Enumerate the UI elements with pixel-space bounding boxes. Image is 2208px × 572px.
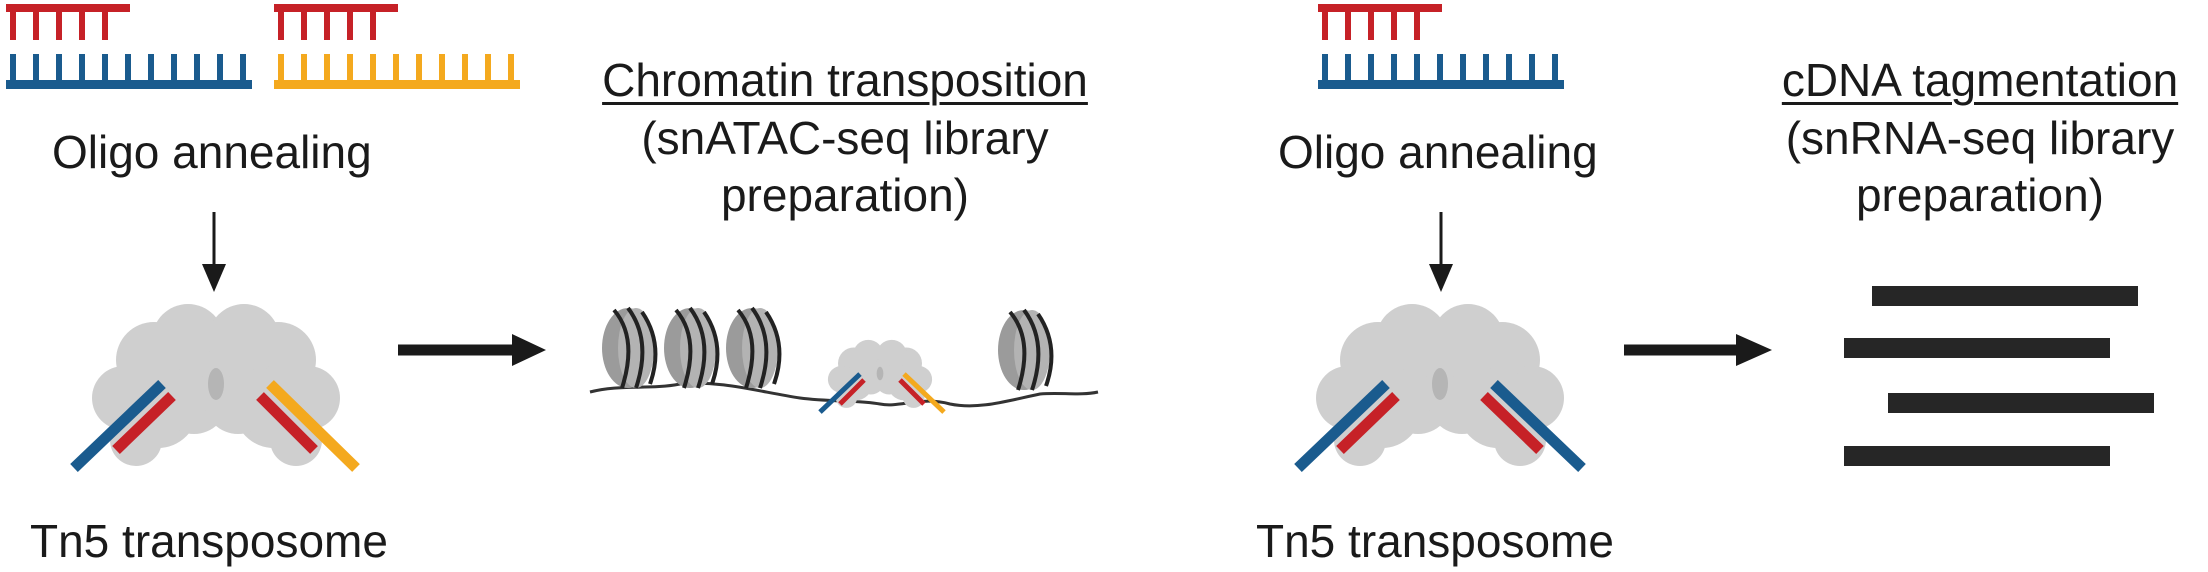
cdna-fragments [1844, 286, 2154, 466]
nucleosome-icon [724, 306, 782, 390]
right-result-subtitle-line1: (snRNA-seq library [1785, 111, 2175, 164]
nucleosome-icon [600, 306, 658, 390]
tn5-transposome-icon [70, 304, 360, 472]
nucleosome-icon [662, 306, 720, 390]
right-arrow-icon [1624, 334, 1772, 366]
left-result-block: Chromatin transposition (snATAC-seq libr… [560, 52, 1130, 225]
chromatin-icon [589, 306, 1099, 414]
right-oligo-label: Oligo annealing [1278, 126, 1598, 178]
left-tn5-label: Tn5 transposome [30, 515, 388, 567]
cdna-fragment-icon [1844, 446, 2110, 466]
nucleosome-icon [996, 308, 1054, 392]
oligo-duplex-icon [1318, 4, 1564, 89]
left-oligo-label: Oligo annealing [52, 126, 372, 178]
left-result-subtitle-line1: (snATAC-seq library [641, 111, 1049, 164]
down-arrow-icon [202, 212, 226, 292]
left-result-title: Chromatin transposition [602, 54, 1088, 106]
cdna-fragment-icon [1844, 338, 2110, 358]
tn5-transposome-icon [818, 339, 946, 414]
right-result-block: cDNA tagmentation (snRNA-seq library pre… [1760, 52, 2200, 225]
right-tn5-label: Tn5 transposome [1256, 515, 1614, 567]
left-result-subtitle-line2: preparation) [720, 169, 970, 221]
right-arrow-icon [398, 334, 546, 366]
cdna-fragment-icon [1872, 286, 2138, 306]
oligo-duplex-icon [274, 4, 520, 89]
down-arrow-icon [1429, 212, 1453, 292]
right-result-subtitle-line2: preparation) [1855, 169, 2105, 221]
oligo-duplex-icon [6, 4, 252, 89]
cdna-fragment-icon [1888, 393, 2154, 413]
right-result-title: cDNA tagmentation [1781, 54, 2179, 106]
tn5-transposome-icon [1294, 304, 1586, 472]
